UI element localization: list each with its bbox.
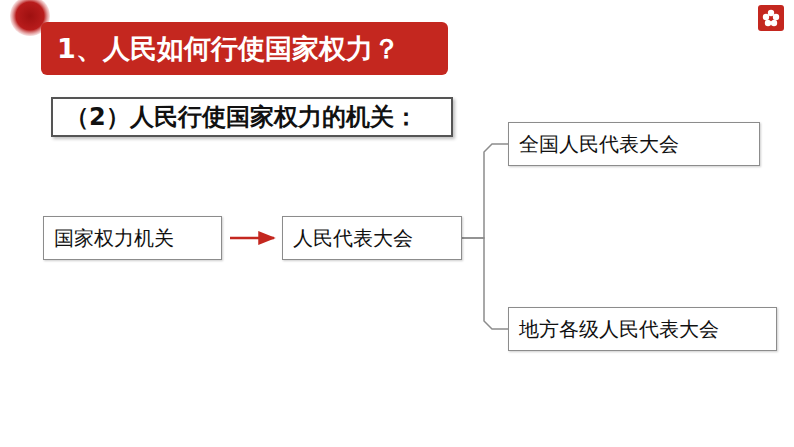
process-box: 全国人民代表大会 [508, 122, 760, 166]
arrow-connector [230, 237, 274, 240]
node-label: 全国人民代表大会 [519, 131, 679, 158]
node-label: 地方各级人民代表大会 [519, 316, 719, 343]
process-box: 国家权力机关 [43, 216, 222, 260]
subtitle-box: （2）人民行使国家权力的机关： [51, 97, 453, 137]
process-box: 人民代表大会 [282, 216, 462, 260]
bracket-connector [462, 238, 508, 329]
flower-icon [758, 5, 784, 31]
bracket-connector [462, 144, 508, 238]
node-label: （2）人民行使国家权力的机关： [65, 101, 418, 133]
title-bar: 1、人民如何行使国家权力？ [41, 22, 448, 75]
node-label: 人民代表大会 [293, 225, 413, 252]
process-box: 地方各级人民代表大会 [508, 307, 777, 351]
title-text: 1、人民如何行使国家权力？ [57, 31, 400, 67]
node-label: 国家权力机关 [54, 225, 174, 252]
